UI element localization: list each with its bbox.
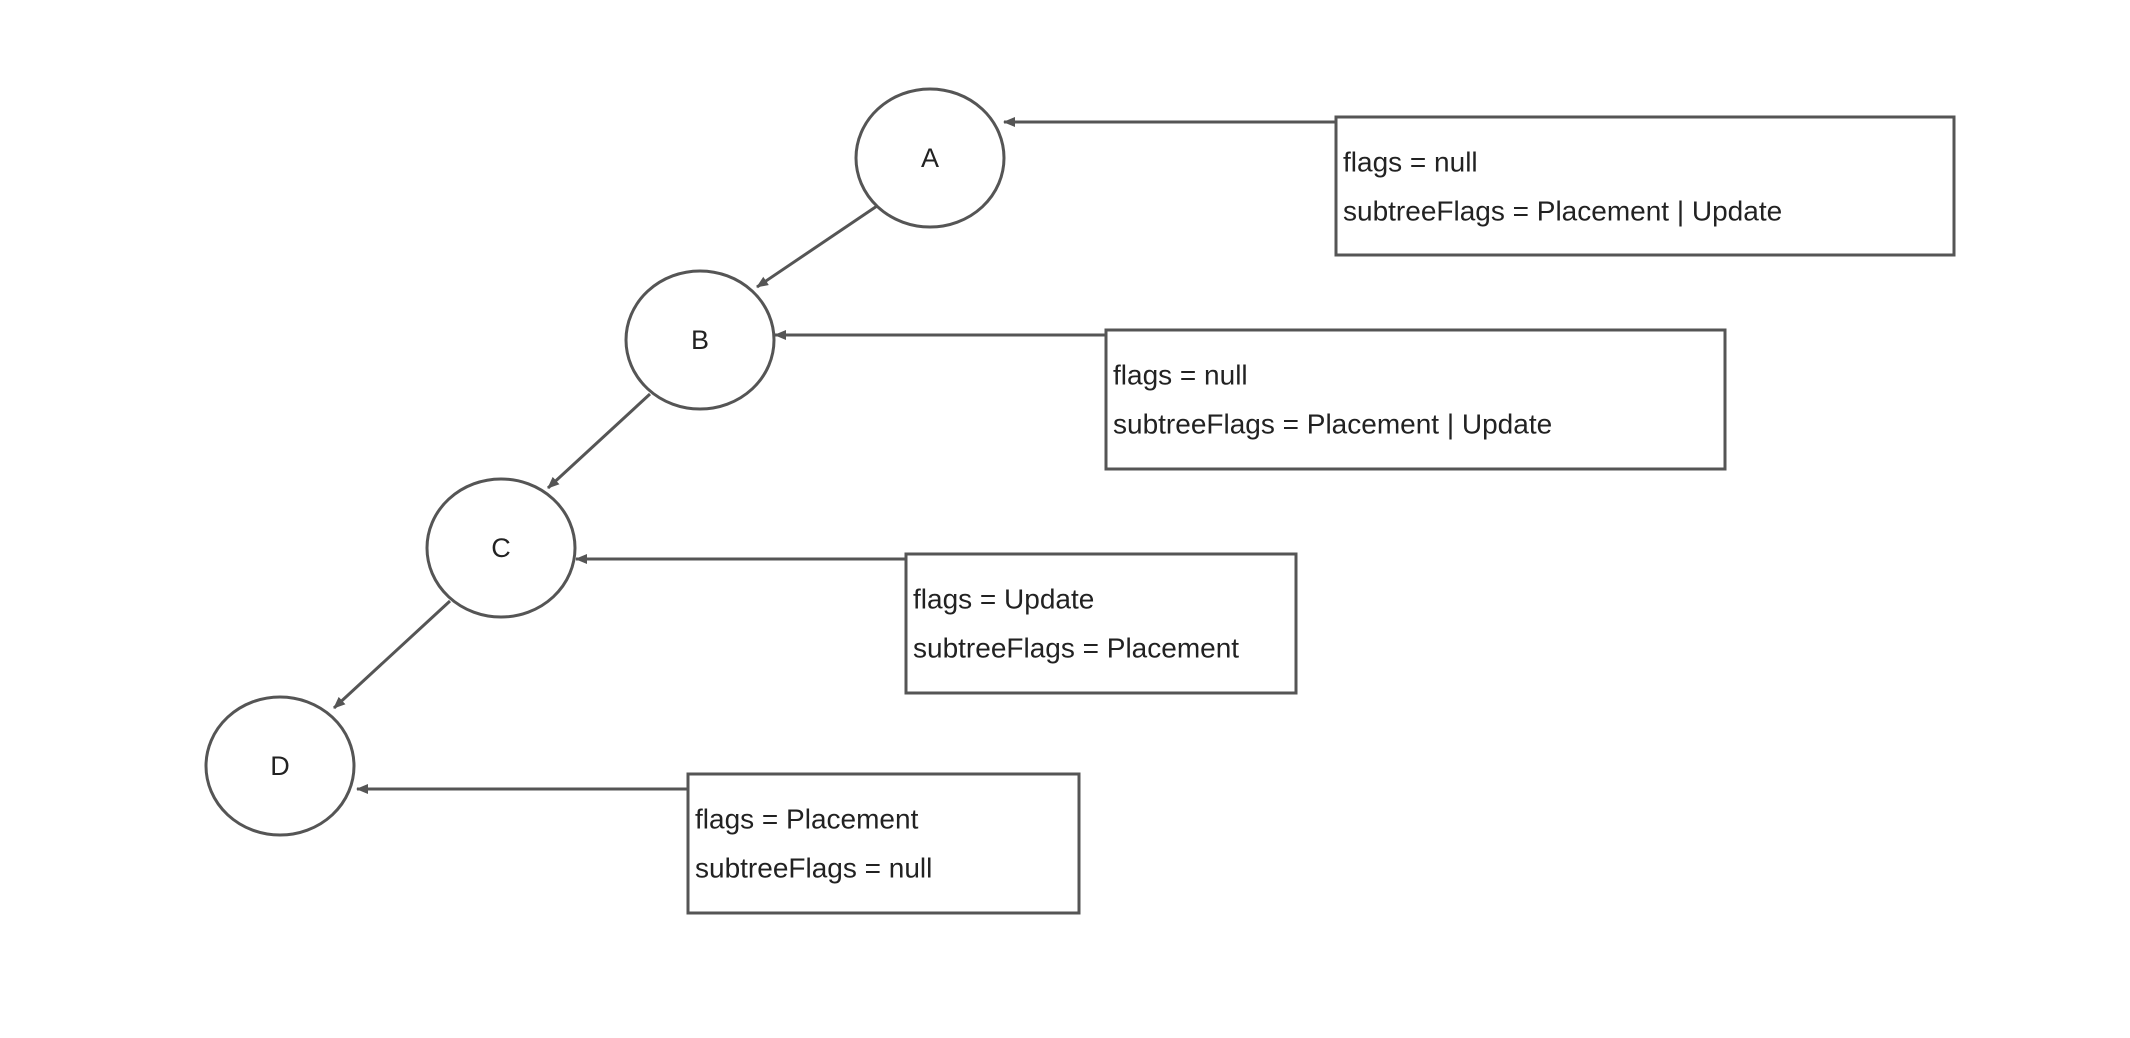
note-c-flags: flags = Update — [913, 584, 1094, 615]
note-a-box — [1334, 115, 1956, 257]
node-c: C — [425, 477, 577, 619]
edge-b-to-c — [546, 392, 652, 490]
note-b-subtree-flags: subtreeFlags = Placement | Update — [1113, 409, 1552, 440]
note-a: flags = null subtreeFlags = Placement | … — [1334, 115, 1956, 257]
node-a-label: A — [921, 143, 939, 173]
note-a-subtree-flags: subtreeFlags = Placement | Update — [1343, 196, 1782, 227]
note-b-flags: flags = null — [1113, 360, 1248, 391]
note-b: flags = null subtreeFlags = Placement | … — [1104, 328, 1727, 471]
edge-a-to-b — [756, 204, 878, 289]
note-connectors — [356, 117, 1336, 794]
node-c-circle — [425, 477, 577, 619]
note-c: flags = Update subtreeFlags = Placement — [904, 552, 1298, 695]
node-c-label: C — [491, 533, 511, 563]
node-a: A — [854, 87, 1006, 229]
note-c-subtree-flags: subtreeFlags = Placement — [913, 633, 1239, 664]
node-b-label: B — [691, 325, 709, 355]
node-b: B — [624, 269, 776, 411]
node-d-label: D — [270, 751, 290, 781]
node-d-circle — [204, 695, 356, 837]
note-d-box — [686, 772, 1081, 915]
note-c-box — [904, 552, 1298, 695]
tree-edges — [332, 204, 878, 710]
node-b-circle — [624, 269, 776, 411]
edge-c-to-d — [332, 599, 452, 710]
node-d: D — [204, 695, 356, 837]
note-d: flags = Placement subtreeFlags = null — [686, 772, 1081, 915]
note-a-flags: flags = null — [1343, 147, 1478, 178]
note-b-box — [1104, 328, 1727, 471]
node-a-circle — [854, 87, 1006, 229]
note-d-flags: flags = Placement — [695, 804, 919, 835]
note-d-subtree-flags: subtreeFlags = null — [695, 853, 932, 884]
